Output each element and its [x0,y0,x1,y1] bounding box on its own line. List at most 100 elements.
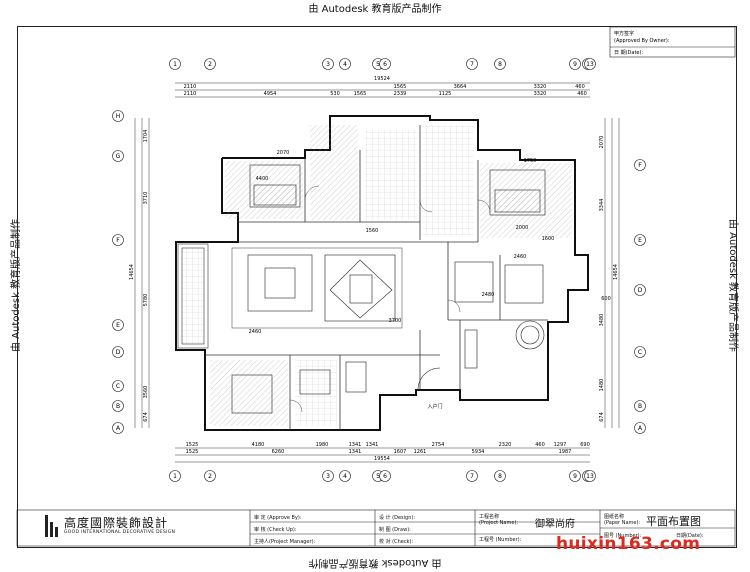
axis-bubbles-bottom: 1234567891213 [169,470,596,482]
dim-top-row2-7: 460 [577,91,587,97]
svg-text:13: 13 [586,473,594,480]
svg-text:G: G [116,153,121,160]
door-swings [289,185,491,413]
room-dim-10: 600 [601,296,611,302]
svg-text:C: C [116,383,120,390]
svg-text:7: 7 [470,61,474,68]
drawing-frame [17,26,737,548]
dim-bottom-row1-9: 690 [580,442,590,448]
axis-bubble-right-D: D [634,284,646,296]
svg-text:5: 5 [376,473,380,480]
approval-owner: 甲方签字 [614,30,634,37]
axis-bubble-top-1: 1 [169,58,181,70]
svg-text:4: 4 [343,473,347,480]
axis-bubble-left-A: A [112,422,124,434]
tb-manager: 主持人(Project Manager): [254,539,316,545]
tb-paper-label: 图纸名称 [604,514,625,520]
svg-text:B: B [638,403,642,410]
svg-text:8: 8 [498,61,502,68]
dim-left-2: 5780 [143,294,149,307]
furniture [231,164,546,414]
axis-bubble-left-F: F [112,234,124,246]
axis-bubble-bottom-2: 2 [204,470,216,482]
axis-bubble-right-B: B [634,400,646,412]
dim-right-0: 2070 [599,136,605,149]
dim-bottom-row2-0: 1525 [186,449,199,455]
axis-bubble-bottom-9: 9 [569,470,581,482]
dim-top-row2-4: 2339 [394,91,407,97]
dim-top-total: 19524 [374,76,390,82]
dim-top-row2-6: 3320 [534,91,547,97]
tb-approve: 审 定 (Approve By): [254,515,302,521]
axis-bubble-top-9: 9 [569,58,581,70]
axis-bubble-bottom-1: 1 [169,470,181,482]
dim-top-row2-2: 530 [330,91,340,97]
svg-text:1: 1 [173,473,177,480]
tb-checkdraw: 校 对 (Check): [379,539,414,545]
tb-paper-label-en: (Paper Name): [604,520,641,526]
dim-right-2: 3480 [599,314,605,327]
axis-bubble-bottom-6: 6 [379,470,391,482]
project-name: 御翠尚府 [535,519,575,530]
axis-bubble-bottom-4: 4 [339,470,351,482]
svg-text:4: 4 [343,61,347,68]
svg-text:F: F [638,162,642,169]
dim-bottom-row1-2: 1980 [316,442,329,448]
dim-top-row1-1: 1565 [394,84,407,90]
axis-bubble-top-6: 6 [379,58,391,70]
svg-text:2: 2 [208,473,212,480]
entrance-label: 入户门 [427,403,442,410]
svg-text:F: F [116,237,120,244]
axis-bubble-bottom-7: 7 [466,470,478,482]
tb-check: 审 核 (Check Up): [254,527,297,533]
svg-text:6: 6 [383,61,387,68]
dim-left-total: 14654 [129,264,135,280]
dim-top-row2-3: 1565 [354,91,367,97]
dim-bottom-row2-3: 1607 [394,449,407,455]
dim-left-3: 3560 [143,386,149,399]
dim-bottom-row2-5: 5934 [472,449,485,455]
dim-bottom-row1-6: 2320 [499,442,512,448]
dim-right-1: 3344 [599,199,605,212]
axis-bubble-left-D: D [112,346,124,358]
dim-right-total: 14654 [613,264,619,280]
walls [175,115,589,431]
room-dim-3: 1600 [542,236,555,242]
tb-number-label: 工程号 (Number): [479,537,522,543]
axis-bubble-bottom-13: 13 [584,470,596,482]
tb-date: 日期(Date): [676,533,704,539]
axis-bubble-right-E: E [634,234,646,246]
axis-bubble-bottom-8: 8 [494,470,506,482]
tb-project-label-en: (Project Name): [479,520,519,526]
dim-bottom-row1-3: 1341 [349,442,362,448]
svg-text:7: 7 [470,473,474,480]
site-watermark: huixin163.com [556,534,701,554]
axis-bubble-bottom-3: 3 [322,470,334,482]
tb-drawn: 制 图 (Draw): [379,527,411,533]
svg-text:A: A [116,425,121,432]
room-dim-0: 2070 [277,150,290,156]
axis-bubbles-top: 1234567891213 [169,58,596,70]
dim-bottom-row1-4: 1341 [366,442,379,448]
axis-bubble-top-4: 4 [339,58,351,70]
axis-bubble-right-C: C [634,346,646,358]
dim-top-row1-4: 460 [575,84,585,90]
dim-top-row2-5: 1125 [439,91,452,97]
dimension-lines [134,82,620,463]
dim-left-1: 3710 [143,192,149,205]
dim-bottom-row2-6: 1987 [559,449,572,455]
svg-text:C: C [638,349,642,356]
axis-bubble-top-3: 3 [322,58,334,70]
dim-bottom-row1-7: 460 [535,442,545,448]
dim-left-0: 1704 [143,130,149,143]
svg-text:B: B [116,403,120,410]
axis-bubble-top-13: 13 [584,58,596,70]
dim-bottom-row1-5: 2754 [432,442,445,448]
tb-design: 设 计 (Design): [379,515,416,521]
dim-right-4: 674 [599,412,605,422]
axis-bubble-left-E: E [112,319,124,331]
axis-bubble-left-G: G [112,150,124,162]
svg-text:3: 3 [326,61,330,68]
